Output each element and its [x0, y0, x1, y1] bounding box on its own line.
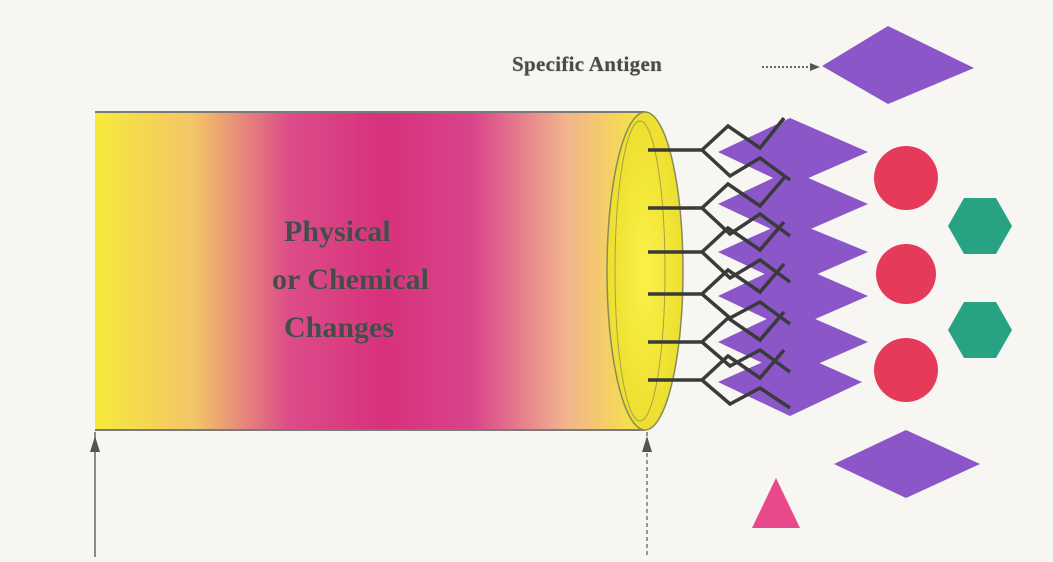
teal-hexagon — [948, 198, 1012, 254]
changes-label-line3: Changes — [272, 304, 429, 352]
label-pointer-arrow — [810, 63, 820, 71]
cylinder-end-cap — [607, 112, 683, 430]
length-indicators — [90, 432, 652, 557]
free-antigen-bottom — [834, 430, 980, 498]
free-antigen-top — [822, 26, 974, 104]
changes-label: Physical or Chemical Changes — [272, 208, 429, 352]
non-specific-spheres — [874, 146, 938, 402]
red-sphere — [876, 244, 936, 304]
changes-label-line1: Physical — [272, 208, 429, 256]
left-arrow-head — [90, 436, 100, 452]
changes-label-line2: or Chemical — [272, 256, 429, 304]
specific-antigen-label: Specific Antigen — [512, 52, 662, 77]
bound-antigens — [718, 118, 868, 416]
red-sphere — [874, 146, 938, 210]
right-arrow-head — [642, 436, 652, 452]
pink-triangle — [752, 478, 800, 528]
non-specific-hexagons — [948, 198, 1012, 358]
teal-hexagon — [948, 302, 1012, 358]
red-sphere — [874, 338, 938, 402]
